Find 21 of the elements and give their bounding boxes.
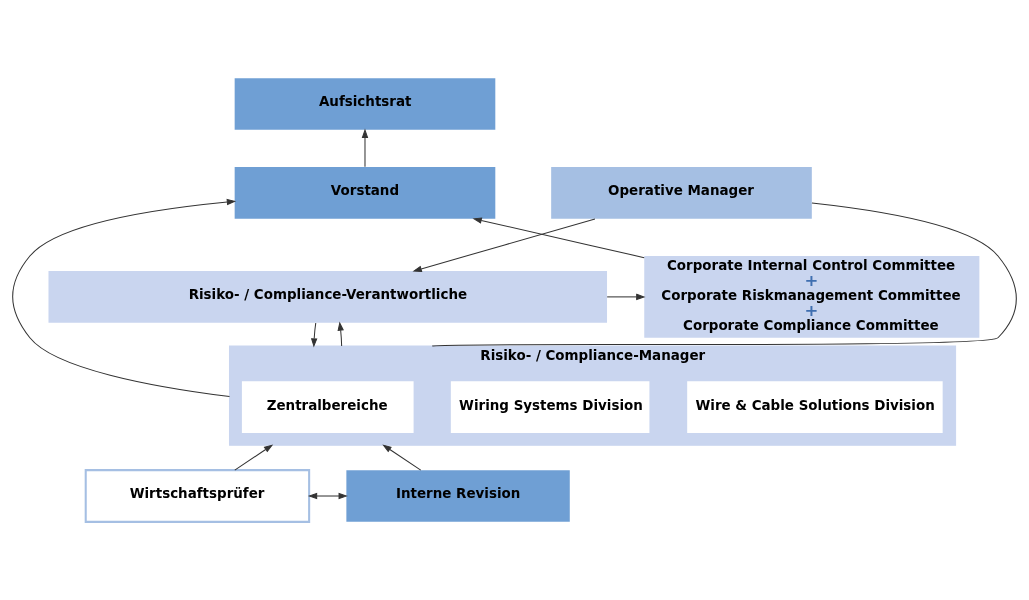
node-box: Operative Manager [551,167,812,219]
node-box: Wiring Systems Division [450,381,650,433]
node-box: Aufsichtsrat [234,78,496,130]
arrow [337,321,344,347]
node-box: Zentralbereiche [241,381,414,433]
connector [431,202,1017,347]
node-box: Interne Revision [346,470,570,522]
arrow [361,128,369,168]
arrow [310,322,318,348]
node-box: Wire & Cable Solutions Division [687,381,943,433]
arrow [412,218,596,272]
node-box: Corporate Internal Control Committee + Corporate Riskmanagement Committee + Corporate Compliance Committee [644,256,980,338]
node-box: Risiko- / Compliance-Verantwortliche [48,271,607,323]
node-box: Vorstand [234,167,496,219]
arrow [472,217,645,259]
arrow [382,444,422,471]
node-box: Wirtschaftsprüfer [84,469,311,523]
arrow [307,492,348,500]
arrow [234,444,274,471]
arrow [12,198,237,398]
arrow [606,293,646,301]
